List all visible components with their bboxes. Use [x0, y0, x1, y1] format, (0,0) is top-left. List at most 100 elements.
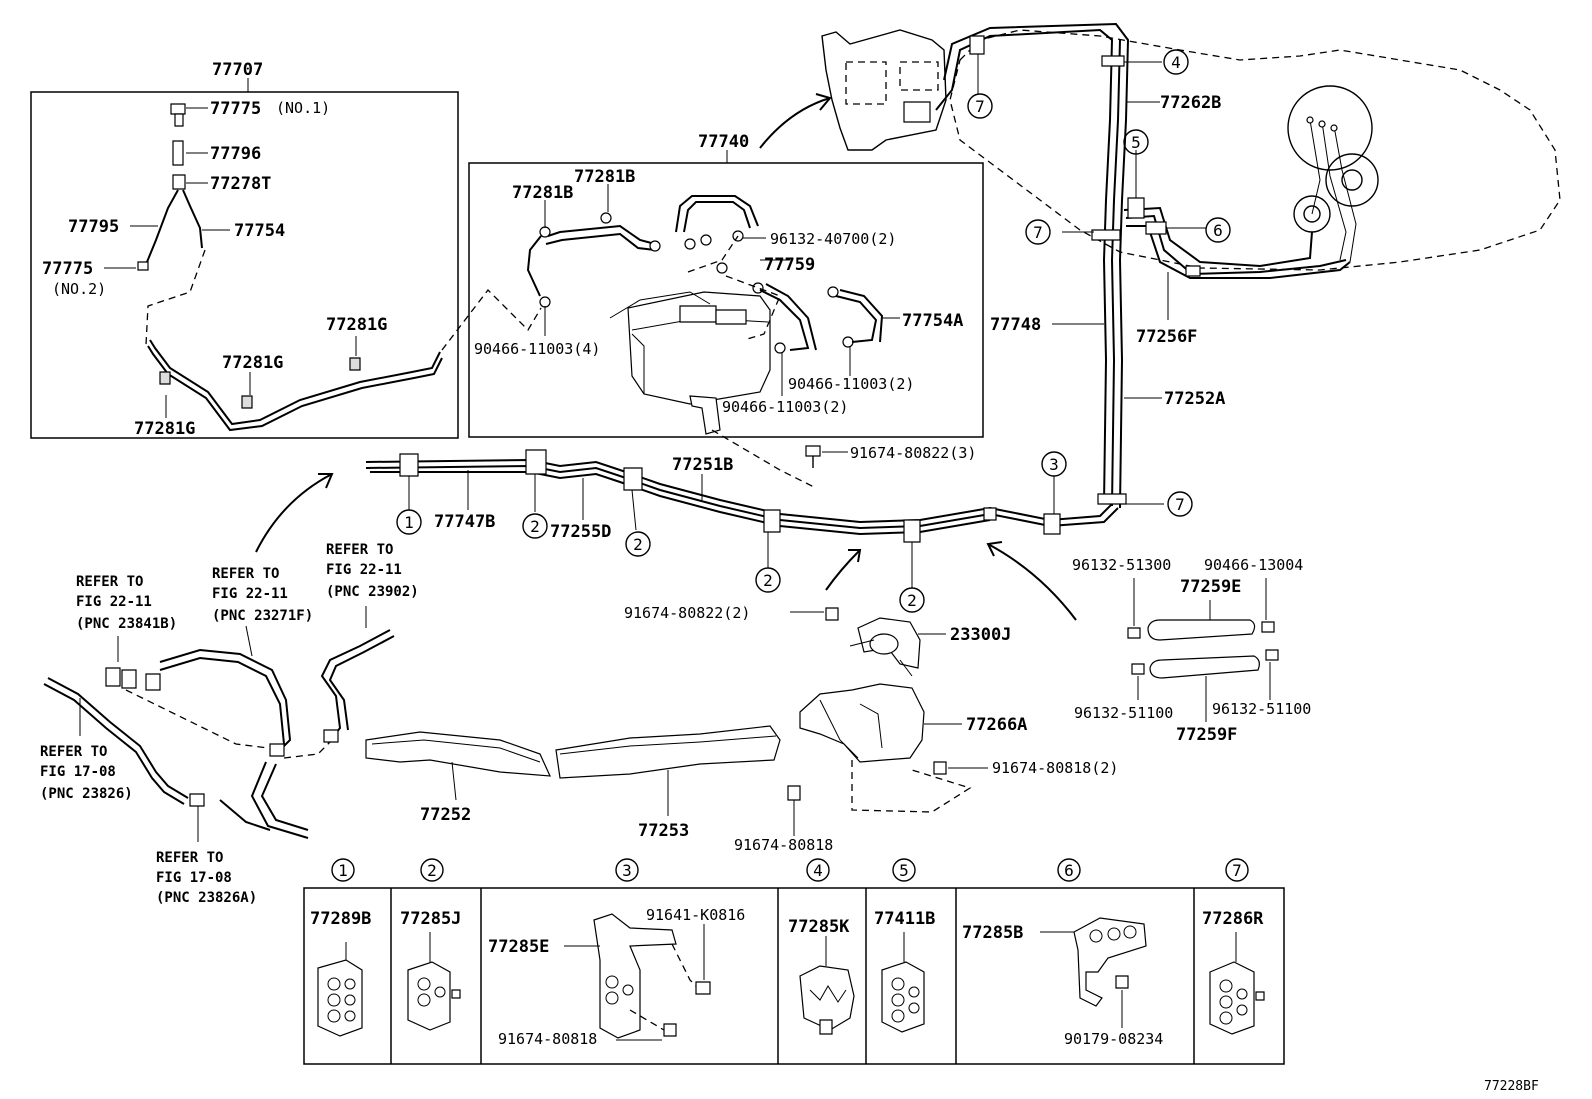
legend-77285E: 77285E [488, 937, 549, 957]
clamp-77285E-icon [564, 913, 711, 1041]
callout-4: 4 [1171, 53, 1181, 72]
label-77775-no2: 77775 [42, 259, 93, 279]
ref4-line1: REFER TO [40, 744, 107, 760]
shields [365, 725, 781, 816]
callout-circles [396, 49, 1231, 613]
label-77252A: 77252A [1164, 389, 1225, 409]
ref1-line1: REFER TO [326, 542, 393, 558]
label-91674-80822-3: 91674-80822(3) [850, 444, 976, 462]
legend-77285K: 77285K [788, 917, 850, 937]
label-91674-80818: 91674-80818 [734, 836, 833, 854]
callout-7a: 7 [1033, 223, 1043, 242]
label-77796: 77796 [210, 144, 261, 164]
legend-91674-80818: 91674-80818 [498, 1030, 597, 1048]
legend-header-5: 5 [899, 861, 909, 880]
label-90466-11003-4: 90466-11003(4) [474, 340, 600, 358]
legend-90179-08234: 90179-08234 [1064, 1030, 1163, 1048]
label-77775-no1-note: (NO.1) [276, 99, 330, 117]
clamp-77289B-icon [317, 942, 363, 1037]
label-77266A: 77266A [966, 715, 1027, 735]
legend-91641-K0816: 91641-K0816 [646, 906, 745, 924]
label-77278T: 77278T [210, 174, 271, 194]
leader-lines [408, 54, 1206, 588]
figure-code: 77228BF [1484, 1079, 1539, 1094]
callout-6: 6 [1213, 221, 1223, 240]
clamp-77286R-icon [1209, 932, 1265, 1035]
fuel-filter-23300J [790, 607, 946, 677]
canister-box-77740 [468, 150, 984, 438]
main-tube-bundle [365, 22, 1351, 543]
ref4-line3: (PNC 23826) [40, 786, 133, 802]
refer-notes: REFER TO FIG 22-11 (PNC 23902) REFER TO … [40, 542, 419, 906]
label-96132-40700: 96132-40700(2) [770, 230, 896, 248]
label-77256F: 77256F [1136, 327, 1197, 347]
label-77775-no1: 77775 [210, 99, 261, 119]
clamp-77411B-icon [881, 932, 925, 1033]
part-labels: 77707 77775 (NO.1) 77796 77278T 77795 77… [42, 60, 1539, 1094]
clamp-77285B-icon [1040, 917, 1147, 1028]
bolt-91674-80822-3 [805, 445, 848, 468]
guard-77266A [787, 683, 988, 836]
hoses-77259 [1127, 578, 1279, 722]
callout-numbers: 1 2 2 2 2 3 4 5 6 7 7 7 [404, 53, 1223, 610]
label-90466-13004: 90466-13004 [1204, 556, 1303, 574]
ref2-line1: REFER TO [212, 566, 279, 582]
legend-text: 1 2 3 4 5 6 7 77289B 77285J 77285E 91641… [310, 861, 1264, 1048]
label-77747B: 77747B [434, 512, 495, 532]
label-77281G-b: 77281G [222, 353, 283, 373]
callout-2d: 2 [907, 591, 917, 610]
filler-bracket [821, 29, 947, 151]
label-77281B-a: 77281B [574, 167, 635, 187]
label-77740: 77740 [698, 132, 749, 152]
label-90466-11003-2a: 90466-11003(2) [788, 375, 914, 393]
legend-header-6: 6 [1064, 861, 1074, 880]
direction-arrows [255, 93, 1077, 621]
legend-header-2: 2 [427, 861, 437, 880]
ref3-line1: REFER TO [76, 574, 143, 590]
detail-box-77707 [30, 78, 459, 439]
legend-header-1: 1 [338, 861, 348, 880]
label-90466-11003-2b: 90466-11003(2) [722, 398, 848, 416]
label-77754: 77754 [234, 221, 285, 241]
callout-5: 5 [1131, 133, 1141, 152]
legend-header-4: 4 [813, 861, 823, 880]
label-77775-no2-note: (NO.2) [52, 280, 106, 298]
ref2-line3: (PNC 23271F) [212, 608, 313, 624]
ref5-line1: REFER TO [156, 850, 223, 866]
legend-77286R: 77286R [1202, 909, 1264, 929]
callout-3: 3 [1049, 455, 1059, 474]
legend-77411B: 77411B [874, 909, 935, 929]
label-91674-80822-2: 91674-80822(2) [624, 604, 750, 622]
ref1-line2: FIG 22-11 [326, 562, 402, 578]
label-77795: 77795 [68, 217, 119, 237]
ref5-line3: (PNC 23826A) [156, 890, 257, 906]
label-77748: 77748 [990, 315, 1041, 335]
fuel-tank-outline [949, 29, 1561, 271]
ref1-line3: (PNC 23902) [326, 584, 419, 600]
callout-7b: 7 [1175, 495, 1185, 514]
callout-1: 1 [404, 513, 414, 532]
label-96132-51100-b: 96132-51100 [1212, 700, 1311, 718]
clamp-77285J-icon [407, 932, 461, 1031]
label-96132-51100-a: 96132-51100 [1074, 704, 1173, 722]
label-77252: 77252 [420, 805, 471, 825]
left-tubes [43, 606, 395, 842]
label-77255D: 77255D [550, 522, 611, 542]
label-23300J: 23300J [950, 625, 1011, 645]
legend-header-3: 3 [622, 861, 632, 880]
label-77262B: 77262B [1160, 93, 1221, 113]
label-77281B-b: 77281B [512, 183, 573, 203]
label-77251B: 77251B [672, 455, 733, 475]
legend-77289B: 77289B [310, 909, 371, 929]
label-91674-80818-2: 91674-80818(2) [992, 759, 1118, 777]
clamp-legend-table [303, 858, 1285, 1065]
label-77759: 77759 [764, 255, 815, 275]
legend-header-7: 7 [1232, 861, 1242, 880]
label-77253: 77253 [638, 821, 689, 841]
ref3-line3: (PNC 23841B) [76, 616, 177, 632]
label-96132-51300: 96132-51300 [1072, 556, 1171, 574]
callout-2c: 2 [763, 571, 773, 590]
ref4-line2: FIG 17-08 [40, 764, 116, 780]
ref3-line2: FIG 22-11 [76, 594, 152, 610]
